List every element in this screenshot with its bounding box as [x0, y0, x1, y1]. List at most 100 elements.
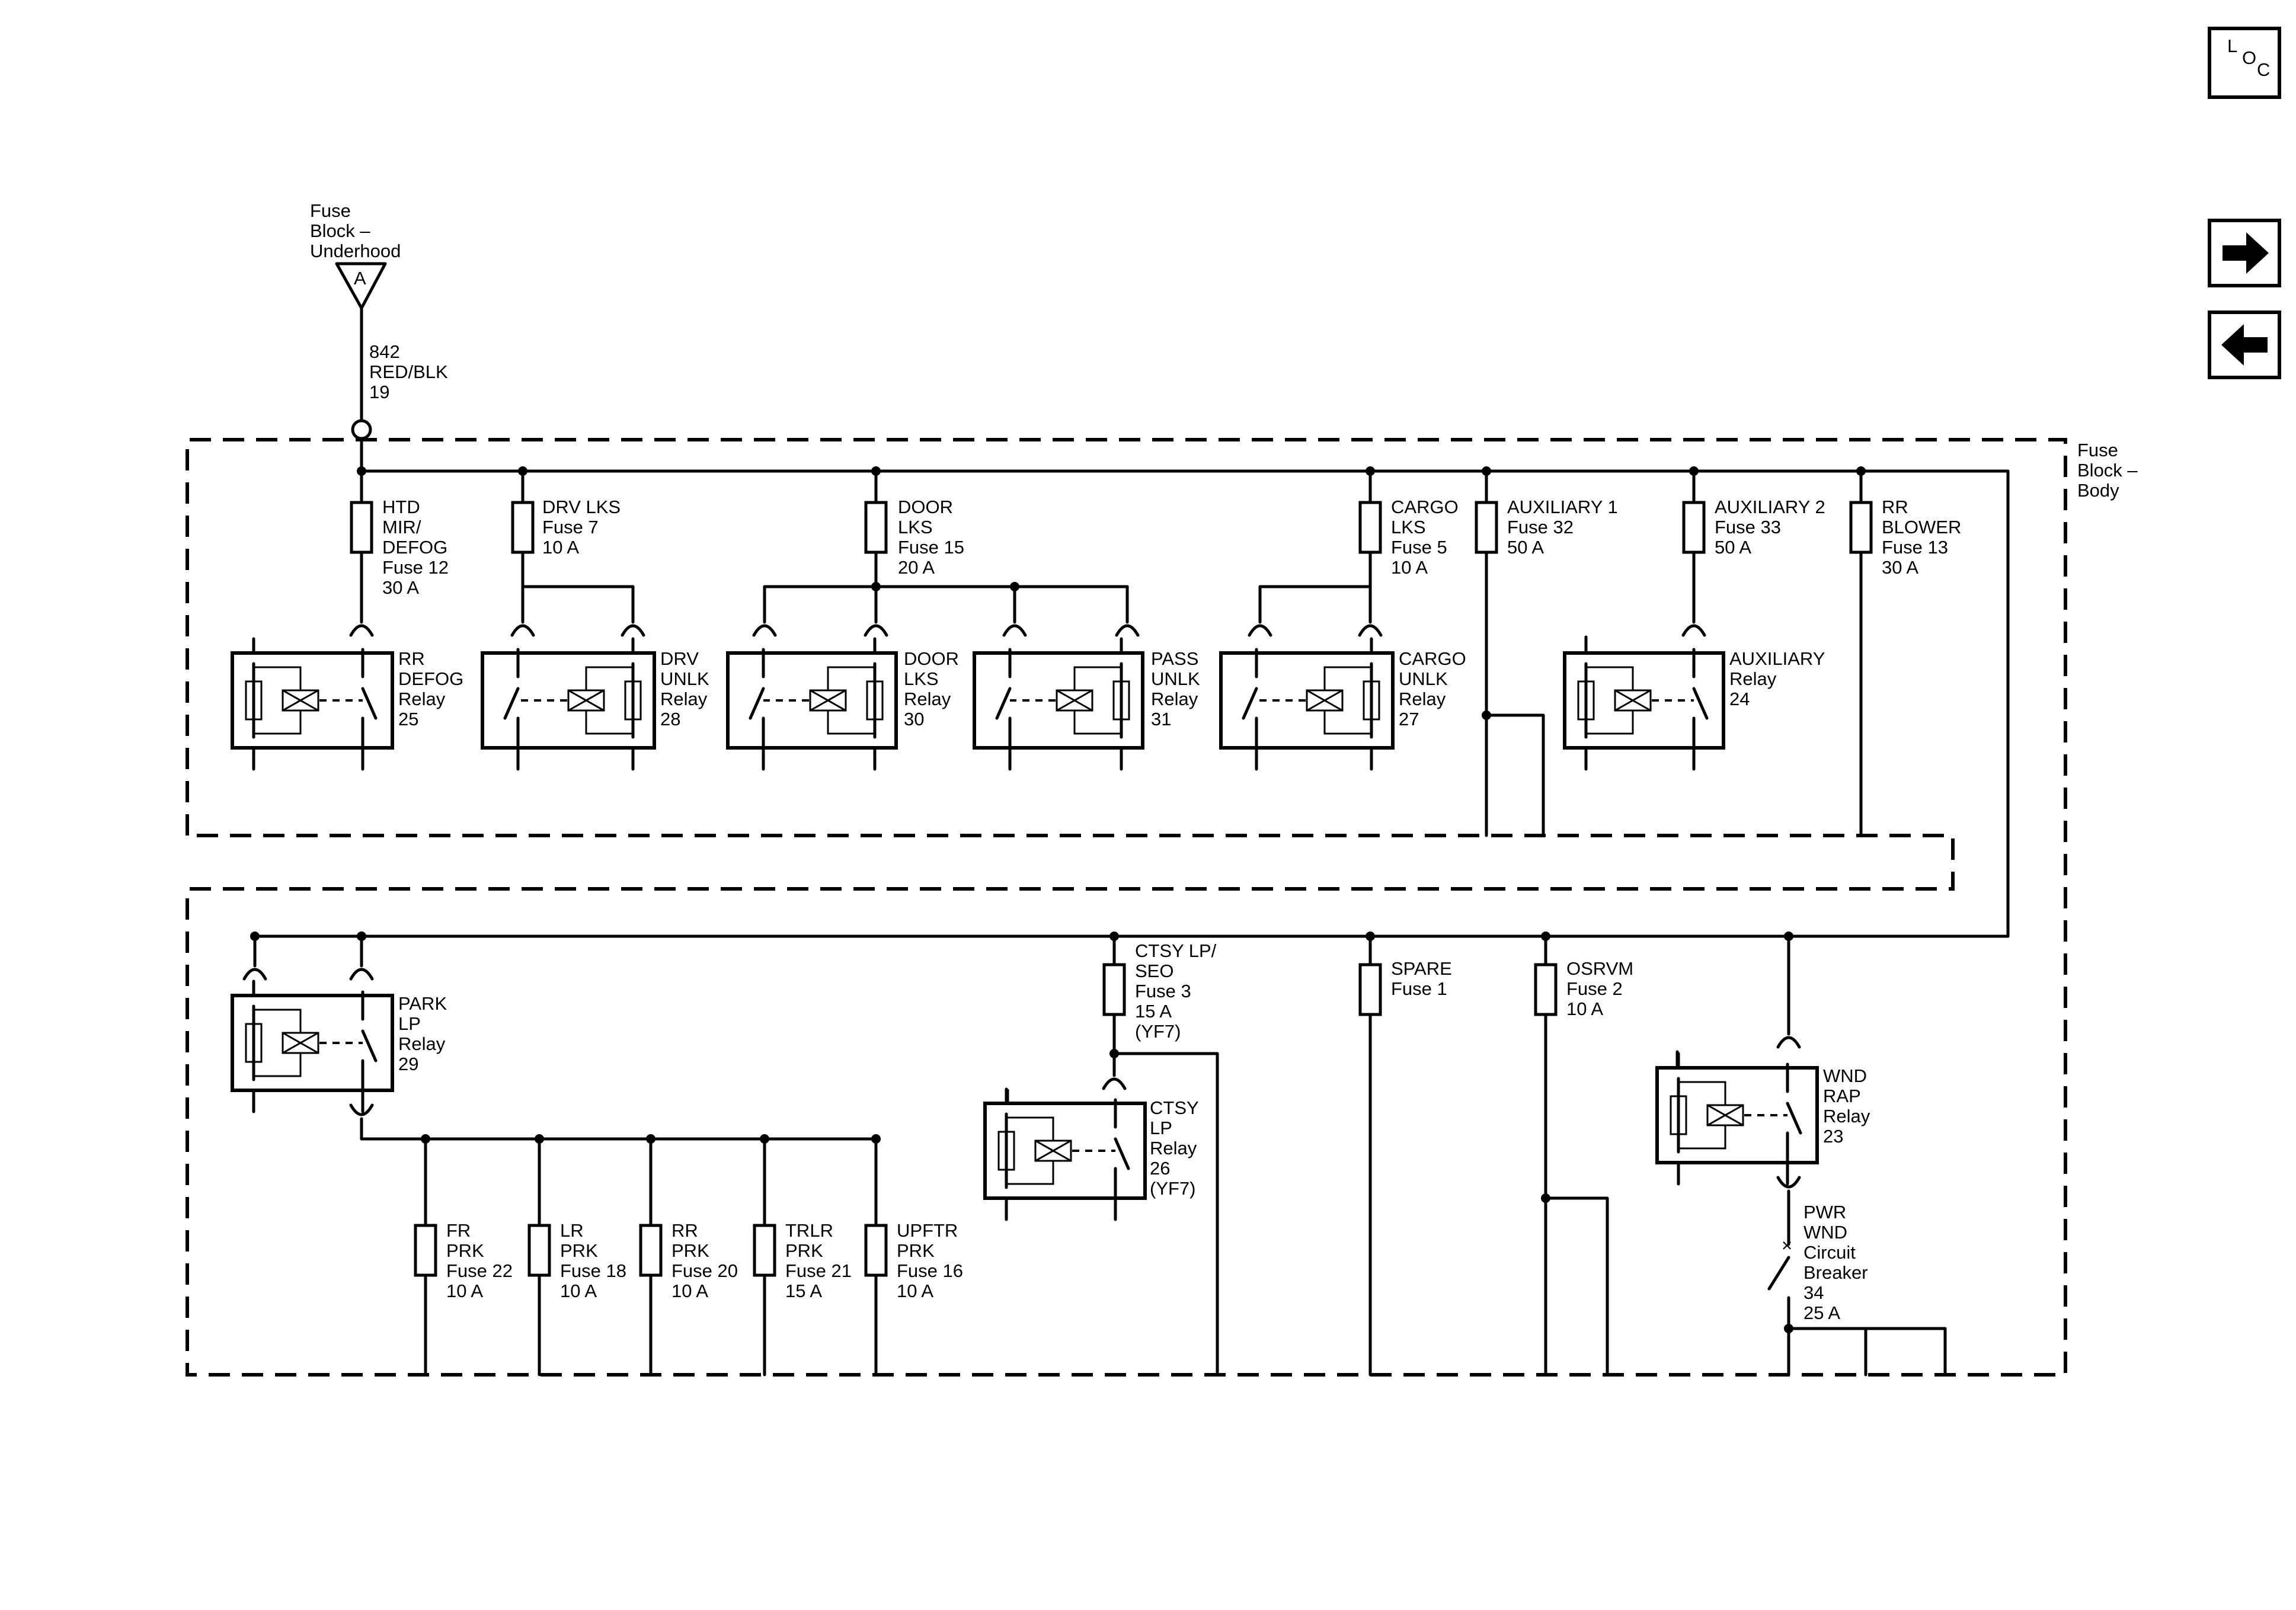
coil-x — [282, 1032, 319, 1054]
relay-label-rr-defog-line: 25 — [398, 709, 418, 729]
fuse-label-auxiliary-2-line: 50 A — [1715, 537, 1751, 558]
breaker-label-line: 25 A — [1803, 1302, 1840, 1323]
fuse-label-auxiliary-1-line: AUXILIARY 1 — [1507, 497, 1618, 517]
splice-dot — [871, 582, 881, 591]
fuse-osrvm — [1534, 963, 1558, 1016]
relay-label-wnd-rap-line: Relay — [1823, 1106, 1870, 1126]
relay-label-auxiliary-line: AUXILIARY — [1729, 648, 1825, 669]
wire — [1258, 585, 1372, 624]
coil-box — [1706, 1104, 1744, 1126]
relay-ctsy-lp — [983, 1087, 1147, 1221]
coil-lead — [254, 666, 302, 690]
coil-box — [809, 689, 847, 712]
relay-pass-unlk — [973, 637, 1144, 771]
relay-label-rr-defog-line: DEFOG — [398, 668, 463, 689]
diode-resistor — [997, 1131, 1015, 1171]
right-arrow-icon — [2223, 232, 2269, 274]
fuse-label-auxiliary-2-line: Fuse 33 — [1715, 517, 1781, 537]
diode-resistor — [1112, 680, 1130, 721]
fuse-label-cargo-lks-line: 10 A — [1391, 557, 1428, 578]
relay-label-wnd-rap-line: 23 — [1823, 1126, 1843, 1147]
connector-cap — [621, 624, 645, 637]
relay-label-drv-unlk-line: UNLK — [660, 668, 709, 689]
wire — [1544, 1196, 1609, 1377]
relay-coil — [282, 1032, 319, 1054]
fuse-spare — [1358, 963, 1382, 1016]
feed-wire-label-line: RED/BLK — [369, 361, 448, 382]
fuse-label-trlr-prk-line: PRK — [785, 1240, 823, 1261]
relay-coil — [282, 689, 319, 712]
fuse-fr-prk — [414, 1224, 437, 1277]
coil-x — [810, 689, 846, 712]
coil-box — [567, 689, 605, 712]
coil-lead — [585, 710, 633, 735]
left-arrow-icon — [2221, 324, 2268, 366]
relay-coil — [1056, 689, 1093, 712]
relay-label-pass-unlk-line: Relay — [1151, 689, 1198, 709]
coil-lead — [1006, 1116, 1054, 1141]
prev-box[interactable] — [2208, 311, 2281, 379]
fuse-label-cargo-lks-line: CARGO — [1391, 497, 1459, 517]
coil-lead — [827, 666, 875, 690]
loc-box[interactable] — [2208, 27, 2281, 99]
fuse-label-fr-prk-line: PRK — [446, 1240, 484, 1261]
relay-auxiliary-box — [1563, 651, 1725, 750]
fuse-cargo-lks — [1358, 501, 1382, 554]
feed-wire-label-line: 19 — [369, 382, 389, 402]
fuse-label-rr-prk-line: PRK — [671, 1240, 709, 1261]
coil-lead — [1678, 1125, 1726, 1150]
fuse-label-ctsy-lp-seo-line: Fuse 3 — [1135, 981, 1191, 1001]
loc-button[interactable]: LOC — [2208, 27, 2281, 99]
coil-box — [282, 1032, 319, 1054]
relay-label-door-lks-line: LKS — [904, 668, 939, 689]
switch-blade — [995, 687, 1012, 720]
prev-button[interactable] — [2208, 311, 2281, 379]
body-block-label-line: Fuse — [2077, 440, 2118, 460]
coil-x — [568, 689, 605, 712]
relay-cargo-unlk-box — [1219, 651, 1395, 750]
body-block-label-line: Body — [2077, 480, 2119, 501]
coil-box — [282, 689, 319, 712]
connector-cap — [349, 1103, 374, 1116]
coil-box — [1306, 689, 1344, 712]
relay-label-park-lp-line: 29 — [398, 1054, 418, 1074]
relay-coil — [1614, 689, 1652, 712]
fuse-label-rr-prk-line: Fuse 20 — [671, 1260, 738, 1281]
connector-cap — [1115, 624, 1140, 637]
fuse-label-lr-prk-line: LR — [560, 1220, 584, 1241]
next-box[interactable] — [2208, 219, 2281, 287]
coil-lead — [1073, 710, 1121, 735]
relay-ctsy-lp-box — [983, 1102, 1147, 1200]
relay-rr-defog-box — [231, 651, 394, 750]
source-label-line: Underhood — [310, 241, 401, 261]
source-label-line: Block – — [310, 220, 370, 241]
relay-label-auxiliary-line: 24 — [1729, 689, 1750, 709]
fuse-label-drv-lks-line: 10 A — [542, 537, 579, 558]
fuse-label-rr-blower-line: Fuse 13 — [1882, 537, 1948, 558]
relay-coil — [809, 689, 847, 712]
coil-lead — [1586, 666, 1634, 690]
splice-dot — [1010, 582, 1019, 591]
coil-lead — [254, 710, 302, 735]
relay-label-pass-unlk-line: UNLK — [1151, 668, 1200, 689]
relay-door-lks-box — [726, 651, 898, 750]
connector-cap — [752, 624, 777, 637]
coil-x — [1614, 689, 1651, 712]
relay-cargo-unlk — [1219, 637, 1395, 771]
fuse-label-ctsy-lp-seo-line: CTSY LP/ — [1135, 940, 1217, 961]
next-button[interactable] — [2208, 219, 2281, 287]
wire — [521, 585, 635, 624]
